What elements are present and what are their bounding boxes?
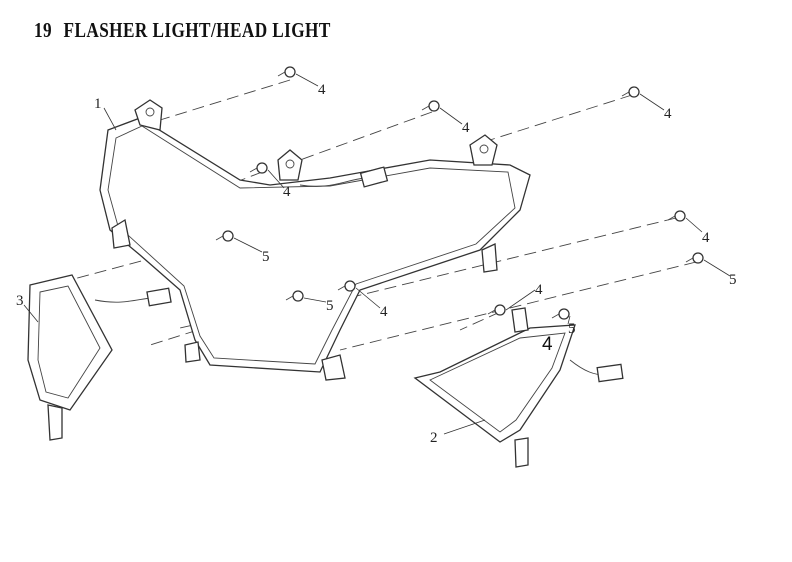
callout-3: 3 bbox=[16, 293, 24, 309]
callout-5: 5 bbox=[729, 272, 737, 288]
screw-icon bbox=[685, 252, 704, 264]
screw-icon bbox=[421, 100, 440, 112]
callout-4: 4 bbox=[702, 230, 710, 246]
callout-4: 4 bbox=[462, 120, 470, 136]
callout-5: 5 bbox=[262, 249, 270, 265]
callout-2: 2 bbox=[430, 430, 438, 446]
section-number: 19 bbox=[34, 18, 53, 42]
screw-icon bbox=[277, 66, 296, 78]
screw-icon bbox=[337, 280, 356, 292]
leader-lines bbox=[23, 73, 731, 435]
callout-5: 5 bbox=[326, 298, 334, 314]
screw-icon bbox=[551, 308, 570, 320]
screw-icon bbox=[667, 210, 686, 222]
callout-4: 4 bbox=[283, 184, 291, 200]
screw-icon bbox=[285, 290, 304, 302]
callout-4: 4 bbox=[535, 282, 543, 298]
callouts: 1 4 4 4 4 5 3 5 4 4 5 4 5 4 2 bbox=[16, 82, 737, 446]
section-title: FLASHER LIGHT/HEAD LIGHT bbox=[63, 18, 331, 42]
callout-4: 4 bbox=[318, 82, 326, 98]
screw-icon bbox=[249, 162, 268, 174]
part-3-left-flasher bbox=[27, 274, 172, 441]
callout-1: 1 bbox=[94, 96, 102, 112]
callout-5: 5 bbox=[568, 321, 576, 337]
screw-icon bbox=[621, 86, 640, 98]
screw-icon bbox=[215, 230, 234, 242]
screws bbox=[215, 66, 704, 320]
diagram-title: 19 FLASHER LIGHT/HEAD LIGHT bbox=[34, 18, 342, 43]
screw-icon bbox=[487, 304, 506, 316]
callout-4: 4 bbox=[664, 106, 672, 122]
callout-4-large: 4 bbox=[542, 334, 553, 355]
part-2-right-flasher bbox=[413, 307, 624, 468]
part-1-head-light bbox=[99, 99, 531, 381]
callout-4: 4 bbox=[380, 304, 388, 320]
